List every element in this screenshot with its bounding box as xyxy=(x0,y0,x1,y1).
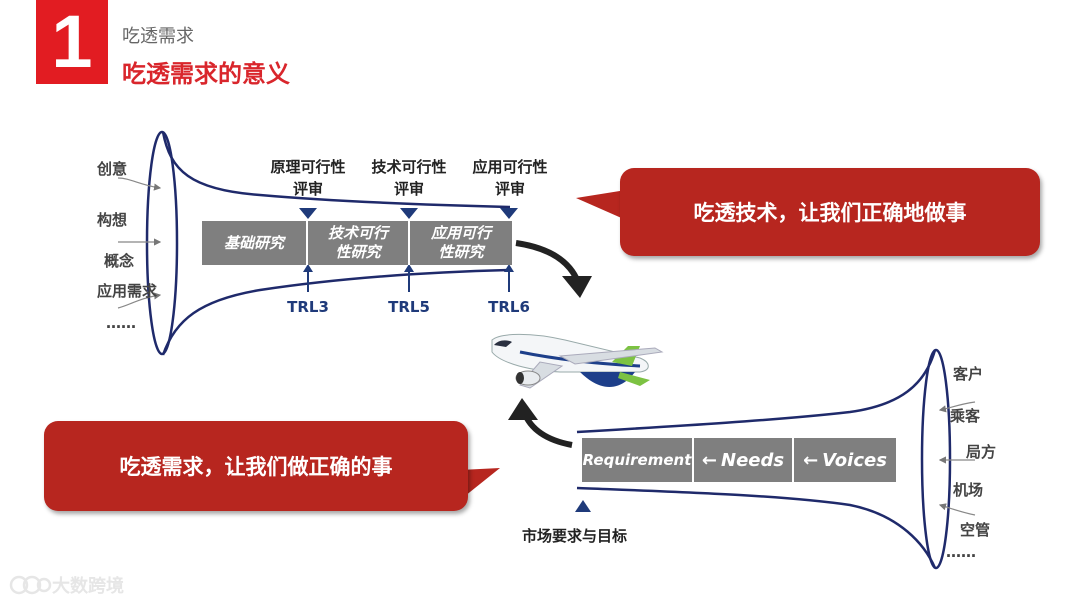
review-label-application-line1: 应用可行性 xyxy=(472,158,548,176)
tech-input-application-need: 应用需求 xyxy=(97,282,158,300)
airplane-icon xyxy=(491,333,664,389)
review-label-technical-line2: 评审 xyxy=(393,180,424,198)
tech-input-ellipsis: …… xyxy=(106,314,136,332)
page-title: 吃透需求的意义 xyxy=(122,60,290,88)
callout-demand-tail xyxy=(460,468,500,500)
review-marker-2 xyxy=(400,208,418,219)
review-label-application: 应用可行性 评审 xyxy=(455,156,565,200)
demand-funnel xyxy=(576,348,952,570)
review-label-technical-line1: 技术可行性 xyxy=(371,158,447,176)
section-number-badge: 1 xyxy=(36,0,108,84)
review-label-technical: 技术可行性 评审 xyxy=(354,156,464,200)
stage-needs: ← Needs xyxy=(694,438,794,482)
tech-input-concept: 概念 xyxy=(104,252,135,270)
research-stage-bar: 基础研究 技术可行 性研究 应用可行 性研究 xyxy=(202,221,512,265)
tech-input-creativity: 创意 xyxy=(97,160,128,178)
demand-input-customer: 客户 xyxy=(953,365,984,383)
stage-basic-research: 基础研究 xyxy=(202,221,308,265)
callout-demand: 吃透需求，让我们做正确的事 xyxy=(44,421,468,511)
stage-needs-label: Needs xyxy=(721,449,785,471)
review-marker-3 xyxy=(500,208,518,219)
tech-input-idea: 构想 xyxy=(97,211,128,229)
review-label-application-line2: 评审 xyxy=(494,180,525,198)
trl-arrows xyxy=(303,264,514,292)
demand-input-arrows xyxy=(938,401,976,516)
review-label-principle-line2: 评审 xyxy=(292,180,323,198)
market-requirements-label: 市场要求与目标 xyxy=(522,527,628,545)
review-label-principle: 原理可行性 评审 xyxy=(253,156,363,200)
stage-basic-research-line1: 基础研究 xyxy=(223,233,284,252)
demand-input-passenger: 乘客 xyxy=(950,407,981,425)
callout-tech: 吃透技术，让我们正确地做事 xyxy=(620,168,1040,256)
stage-technical-feasibility-line1: 技术可行 xyxy=(327,224,388,242)
arrow-left-icon: ← xyxy=(701,449,717,471)
trl-label-6: TRL6 xyxy=(488,298,530,316)
stage-requirement: Requirement xyxy=(582,438,694,482)
stage-voices-label: Voices xyxy=(822,449,887,471)
stage-technical-feasibility: 技术可行 性研究 xyxy=(308,221,410,265)
flow-arrow-down-icon xyxy=(515,240,592,298)
market-marker xyxy=(575,500,591,512)
demand-input-airport: 机场 xyxy=(953,481,984,499)
trl-label-3: TRL3 xyxy=(287,298,329,316)
review-label-principle-line1: 原理可行性 xyxy=(270,158,346,176)
review-marker-1 xyxy=(299,208,317,219)
stage-technical-feasibility-line2: 性研究 xyxy=(335,243,381,261)
stage-application-feasibility: 应用可行 性研究 xyxy=(410,221,512,265)
arrow-left-icon: ← xyxy=(803,449,819,471)
demand-input-ellipsis: …… xyxy=(946,543,976,561)
watermark-text: 大数跨境 xyxy=(52,576,124,597)
trl-label-5: TRL5 xyxy=(388,298,430,316)
tech-input-arrows xyxy=(117,177,162,309)
watermark: 大数跨境 xyxy=(8,572,124,598)
demand-stage-bar: Requirement ← Needs ← Voices xyxy=(582,438,896,482)
stage-application-feasibility-line1: 应用可行 xyxy=(430,224,491,242)
stage-application-feasibility-line2: 性研究 xyxy=(438,243,484,261)
tech-funnel xyxy=(145,130,511,356)
demand-input-authority: 局方 xyxy=(966,443,997,461)
callout-tech-tail xyxy=(576,190,626,220)
flow-arrow-up-icon xyxy=(508,398,573,448)
stage-voices: ← Voices xyxy=(794,438,896,482)
watermark-logo-icon xyxy=(9,575,52,595)
demand-input-atc: 空管 xyxy=(960,521,991,539)
section-subtitle: 吃透需求 xyxy=(122,26,194,47)
